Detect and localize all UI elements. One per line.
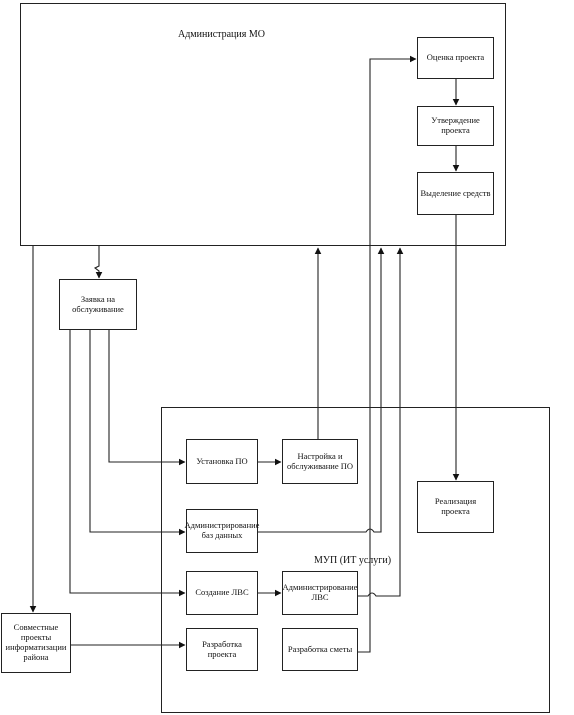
box-sozdanie-lvs: Создание ЛВС [186, 571, 258, 615]
box-utverzhdenie-proekta: Утверждение проекта [417, 106, 494, 146]
box-razrabotka-smety: Разработка сметы [282, 628, 358, 671]
box-vydelenie-sredstv: Выделение средств [417, 172, 494, 215]
admin-mo-title: Администрация МО [178, 29, 265, 40]
box-zayavka-na-obsluzhivanie: Заявка на обслуживание [59, 279, 137, 330]
box-sovmestnye-proekty: Совместные проекты информатизации района [1, 613, 71, 673]
box-realizaciya-proekta: Реализация проекта [417, 481, 494, 533]
mup-title: МУП (ИТ услуги) [314, 555, 392, 566]
box-administrirovanie-lvs: Администрирование ЛВС [282, 571, 358, 615]
box-ustanovka-po: Установка ПО [186, 439, 258, 484]
box-nastroyka-po: Настройка и обслуживание ПО [282, 439, 358, 484]
arrow-admin-to-zayavka [93, 246, 103, 279]
admin-mo-region [20, 3, 506, 246]
box-razrabotka-proekta: Разработка проекта [186, 628, 258, 671]
box-administrirovanie-bd: Администрирование баз данных [185, 509, 259, 553]
box-ocenka-proekta: Оценка проекта [417, 37, 494, 79]
